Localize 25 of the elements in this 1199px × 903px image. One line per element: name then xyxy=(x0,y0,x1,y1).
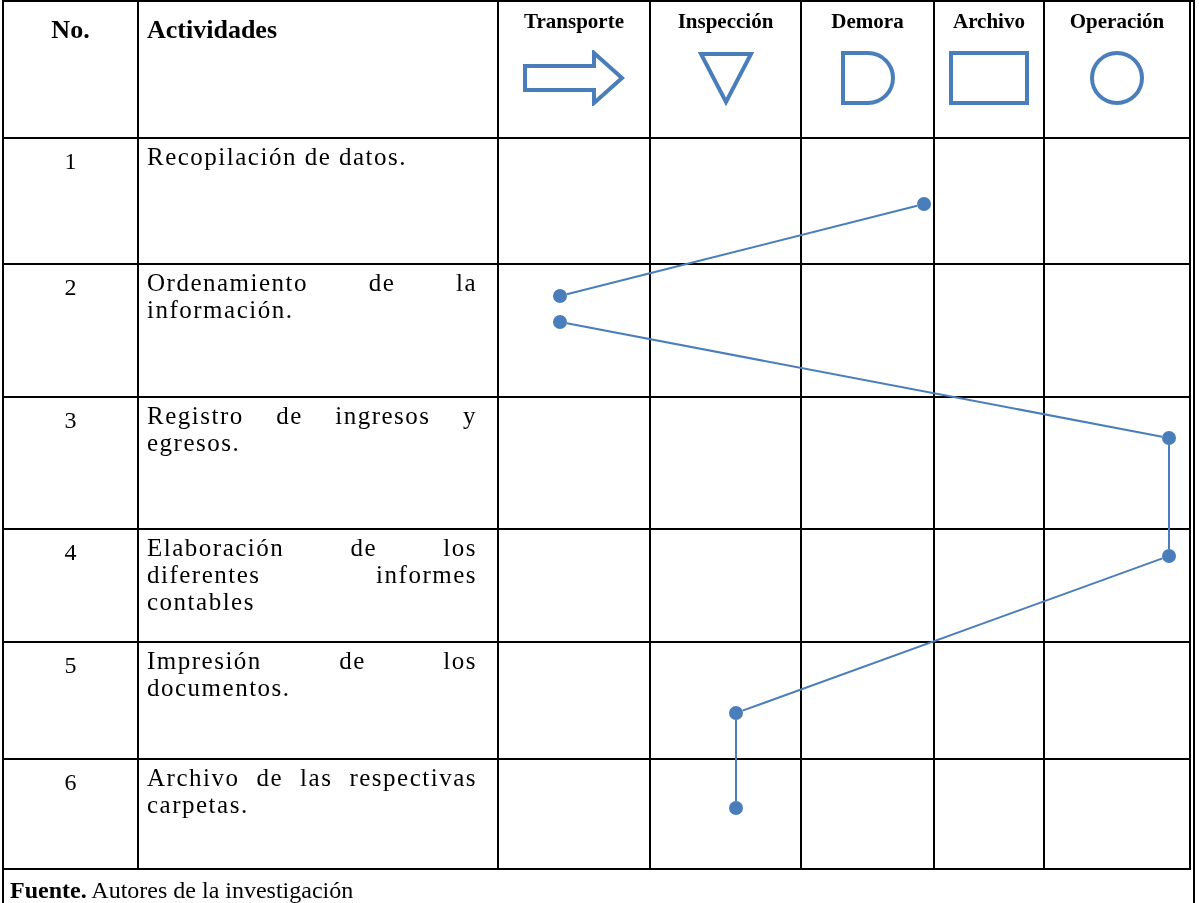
row-number: 5 xyxy=(63,651,78,680)
row-number: 1 xyxy=(63,147,78,176)
connector-line xyxy=(735,719,737,802)
column-header: No. xyxy=(51,14,90,46)
connector-line xyxy=(565,204,919,296)
column-header: Inspección xyxy=(677,8,774,35)
row-number: 2 xyxy=(63,273,78,302)
row-number: 6 xyxy=(63,768,78,797)
column-header: Actividades xyxy=(146,14,278,46)
connector-line xyxy=(741,557,1164,712)
activity-text: Ordenamiento de la información. xyxy=(146,269,478,323)
connector-line xyxy=(1168,444,1170,550)
row-number: 4 xyxy=(63,538,78,567)
connector-line xyxy=(565,322,1164,438)
column-header: Demora xyxy=(831,8,904,35)
source-note: Fuente. Autores de la investigación xyxy=(10,877,354,903)
column-header: Archivo xyxy=(953,8,1025,35)
row-number: 3 xyxy=(63,406,78,435)
column-header: Transporte xyxy=(524,8,624,35)
activity-text: Recopilación de datos. xyxy=(146,143,408,170)
column-header: Operación xyxy=(1069,8,1165,35)
activity-text: Archivo de las respectivas carpetas. xyxy=(146,764,478,818)
activity-text: Registro de ingresos y egresos. xyxy=(146,402,478,456)
activity-text: Impresión de los documentos. xyxy=(146,647,478,701)
activity-text: Elaboración de los diferentes informes contables xyxy=(146,534,478,615)
